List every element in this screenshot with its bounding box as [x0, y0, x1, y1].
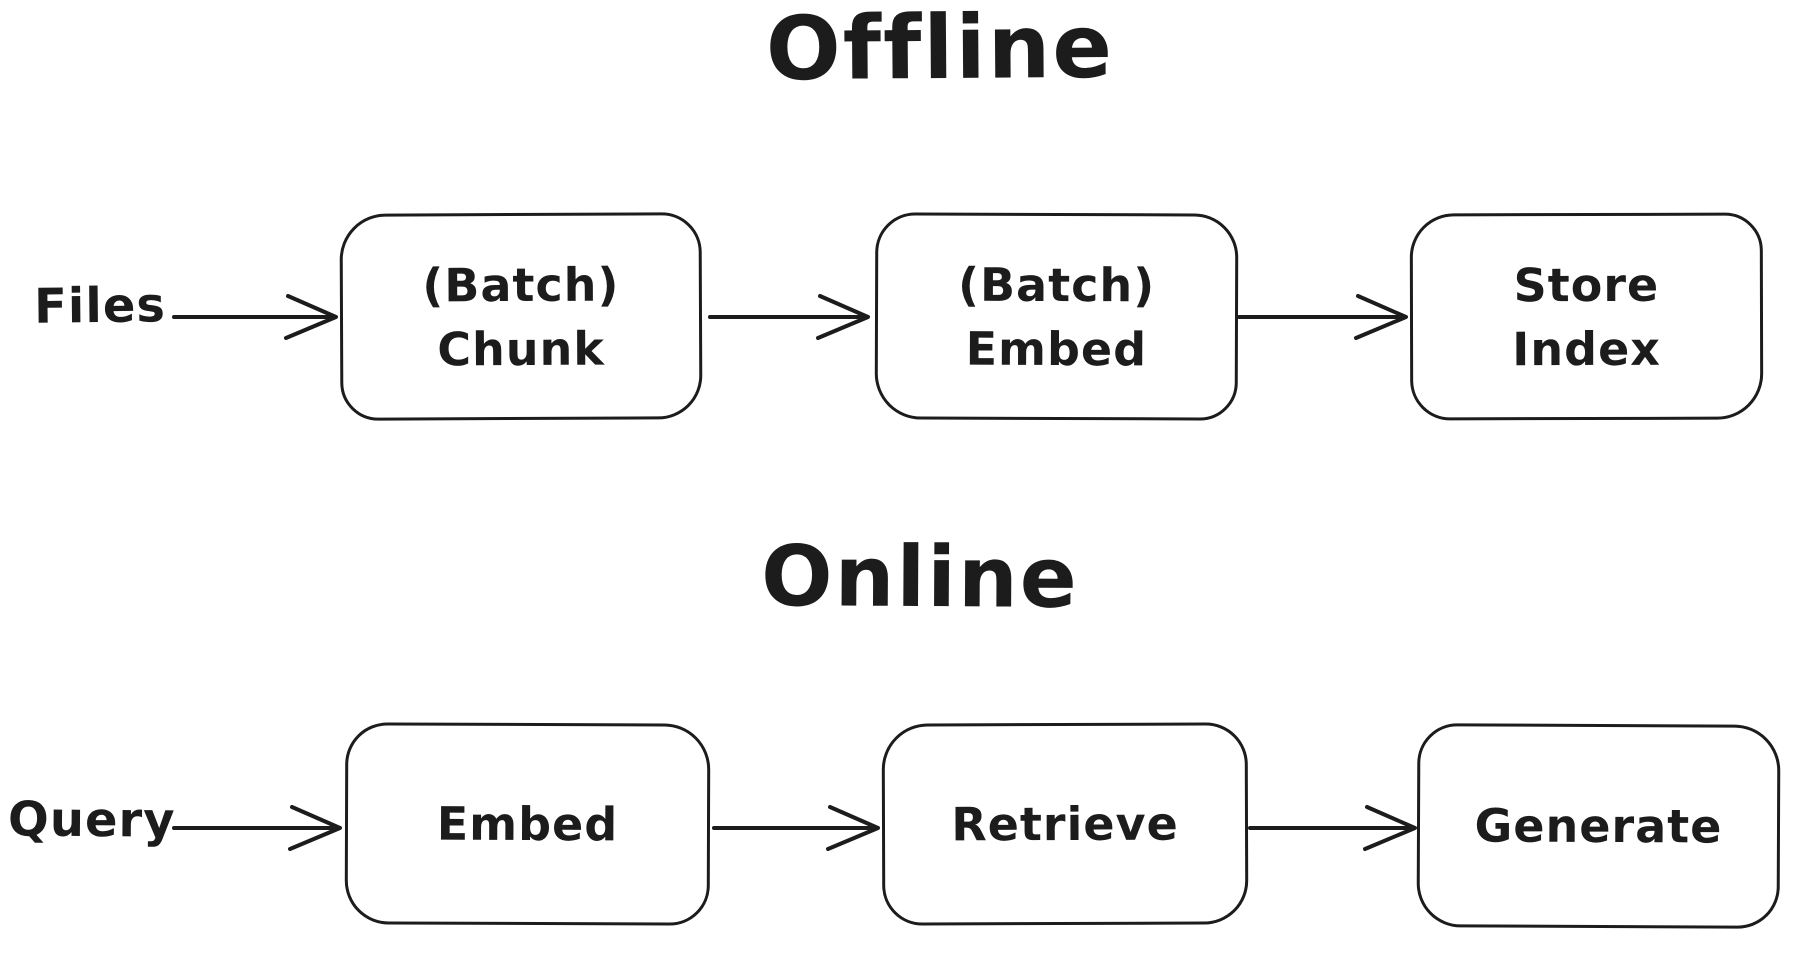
- node-store-index: Store Index: [1409, 212, 1764, 421]
- arrow-retrieve-to-generate: [1248, 805, 1417, 851]
- node-retrieve: Retrieve: [881, 722, 1249, 926]
- node-embed: Embed: [344, 722, 711, 926]
- node-retrieve-label: Retrieve: [951, 796, 1179, 852]
- arrow-files-to-batch-chunk: [172, 294, 338, 340]
- node-generate: Generate: [1416, 723, 1781, 929]
- arrow-batch-embed-to-store-index: [1237, 294, 1408, 340]
- arrow-query-to-embed: [172, 805, 342, 851]
- arrow-batch-chunk-to-batch-embed: [708, 294, 870, 340]
- files-label: Files: [33, 277, 167, 335]
- node-store-index-label: Store Index: [1512, 257, 1661, 376]
- node-generate-label: Generate: [1474, 798, 1723, 854]
- node-batch-chunk: (Batch) Chunk: [339, 212, 703, 421]
- node-batch-chunk-label: (Batch) Chunk: [422, 257, 620, 376]
- online-section-title: Online: [760, 527, 1080, 627]
- query-label: Query: [7, 791, 176, 849]
- offline-section-title: Offline: [765, 0, 1115, 101]
- arrow-embed-to-retrieve: [712, 805, 880, 851]
- node-batch-embed: (Batch) Embed: [874, 212, 1239, 421]
- node-embed-label: Embed: [436, 796, 619, 852]
- node-batch-embed-label: (Batch) Embed: [957, 257, 1156, 376]
